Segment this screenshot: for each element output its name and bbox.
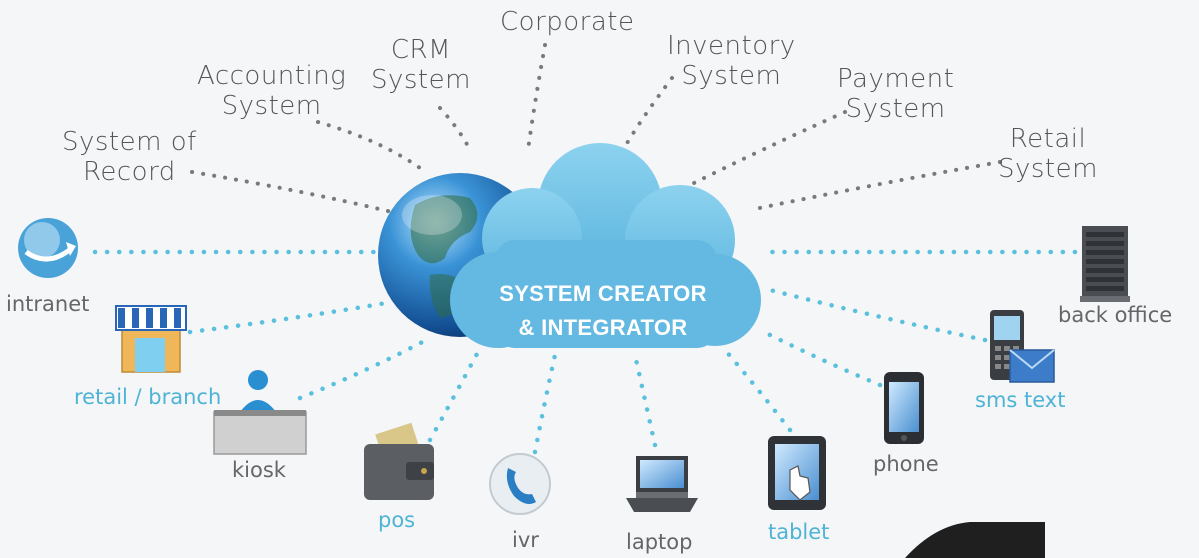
center-title-line1: SYSTEM CREATOR	[499, 281, 707, 306]
tablet-label: tablet	[768, 520, 830, 544]
label-line: CRM	[390, 35, 452, 65]
laptop-icon	[626, 456, 698, 512]
connector-inventory	[618, 76, 674, 157]
label-line: System	[681, 60, 782, 91]
label-line: System	[221, 90, 322, 121]
center-title-line2: & INTEGRATOR	[518, 315, 688, 340]
payment-system-label: Payment System	[837, 64, 955, 125]
label-line: System	[371, 64, 471, 95]
tablet-icon	[768, 436, 826, 510]
label-line: Corporate	[500, 7, 635, 37]
connector-crm	[438, 106, 472, 152]
laptop-label: laptop	[626, 530, 693, 554]
connector-retail-branch	[187, 299, 395, 335]
connector-sms	[767, 287, 988, 343]
wallet-icon	[364, 422, 434, 500]
phone-label: phone	[873, 452, 939, 476]
label-line: Record	[82, 156, 176, 187]
connector-system-of-record	[190, 170, 394, 214]
connector-tablet	[722, 347, 793, 433]
label-line: System of	[62, 127, 197, 157]
back-office-label: back office	[1058, 303, 1173, 327]
retail-system-label: Retail System	[998, 124, 1098, 185]
server-icon	[1080, 226, 1130, 302]
intranet-icon	[18, 218, 78, 278]
connector-retail	[748, 160, 1002, 212]
corporate-label: Corporate	[500, 7, 635, 38]
kiosk-icon	[213, 370, 307, 455]
storefront-icon	[115, 305, 187, 373]
retail-branch-label: retail / branch	[74, 385, 222, 409]
pos-label: pos	[378, 508, 416, 532]
label-line: Payment	[837, 64, 955, 94]
phone-handset-icon	[489, 453, 551, 515]
connector-laptop	[632, 352, 658, 448]
inventory-system-label: Inventory System	[667, 31, 796, 92]
ivr-label: ivr	[512, 528, 539, 552]
connector-kiosk	[297, 335, 433, 401]
connector-payment	[688, 110, 847, 187]
crm-system-label: CRM System	[371, 35, 471, 96]
connector-ivr	[532, 352, 558, 455]
connector-phone	[757, 327, 883, 388]
label-line: Inventory	[667, 31, 796, 61]
label-line: System	[998, 153, 1098, 184]
sms-phone-icon	[990, 310, 1055, 383]
system-of-record-label: System of Record	[62, 127, 197, 188]
accounting-system-label: Accounting System	[197, 61, 347, 122]
connector-pos	[427, 349, 481, 443]
intranet-label: intranet	[6, 292, 90, 316]
center-title: SYSTEM CREATOR & INTEGRATOR	[448, 277, 758, 345]
smartphone-icon	[884, 372, 924, 444]
kiosk-label: kiosk	[232, 458, 286, 482]
label-line: System	[845, 93, 946, 124]
label-line: Accounting	[197, 61, 347, 91]
sms-text-label: sms text	[975, 388, 1066, 412]
corner-decoration	[905, 522, 1045, 558]
device-connectors	[92, 249, 1078, 455]
label-line: Retail	[1009, 124, 1087, 154]
connector-corporate	[526, 43, 547, 152]
connector-accounting	[316, 120, 422, 170]
system-connectors	[190, 43, 1002, 214]
cloud-shape	[450, 143, 761, 348]
